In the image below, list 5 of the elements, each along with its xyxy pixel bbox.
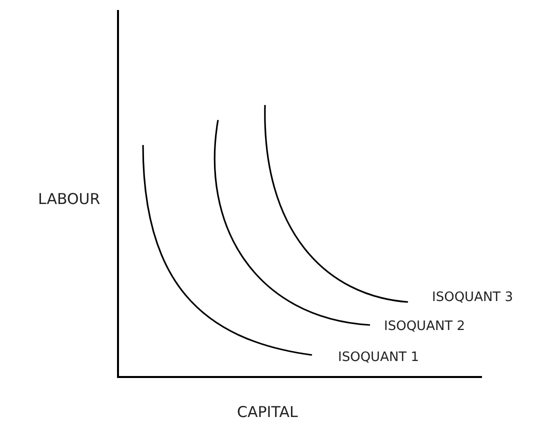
curve-label: ISOQUANT 2 bbox=[384, 319, 466, 335]
axis-label: CAPITAL bbox=[237, 404, 298, 420]
curve-label: ISOQUANT 1 bbox=[338, 350, 420, 366]
curve-label: ISOQUANT 3 bbox=[432, 290, 514, 306]
axis-label: LABOUR bbox=[38, 191, 100, 207]
